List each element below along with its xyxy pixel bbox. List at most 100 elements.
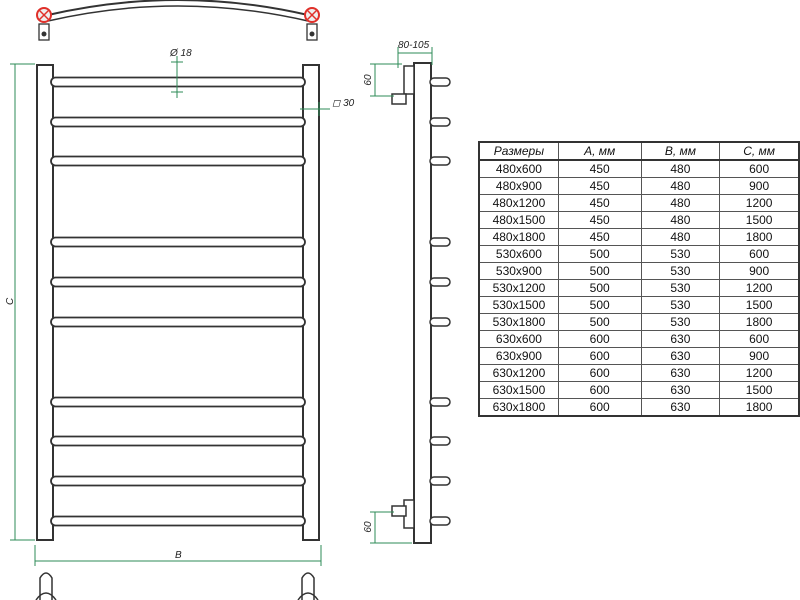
table-cell: 630x1500 xyxy=(477,381,559,399)
table-cell: 630 xyxy=(640,381,721,399)
table-cell: 530x900 xyxy=(477,262,559,280)
bar-end xyxy=(429,317,451,327)
table-cell: 530x600 xyxy=(477,245,559,263)
header-size: Размеры xyxy=(477,141,559,161)
table-cell: 450 xyxy=(557,159,642,178)
table-cell: 900 xyxy=(719,177,800,195)
table-cell: 630 xyxy=(640,364,721,382)
crossbar xyxy=(50,396,306,408)
table-cell: 530 xyxy=(640,245,721,263)
table-cell: 630 xyxy=(640,330,721,348)
side-dimension-lines xyxy=(370,47,433,544)
table-cell: 1500 xyxy=(719,381,800,399)
table-cell: 530x1800 xyxy=(477,313,559,331)
crossbar xyxy=(50,236,306,248)
side-view xyxy=(391,62,451,544)
bar-end xyxy=(429,156,451,166)
header-c: С, мм xyxy=(719,141,800,161)
width-dimension-label: B xyxy=(175,550,182,561)
depth-range-label: 80-105 xyxy=(398,40,430,51)
table-cell: 450 xyxy=(557,228,642,246)
table-cell: 530x1500 xyxy=(477,296,559,314)
table-cell: 630x1800 xyxy=(477,398,559,417)
table-cell: 450 xyxy=(557,211,642,229)
bar-end xyxy=(429,117,451,127)
table-cell: 480 xyxy=(640,194,721,212)
top-wall-bracket xyxy=(403,65,415,95)
table-cell: 1500 xyxy=(719,296,800,314)
table-cell: 480x600 xyxy=(477,159,559,178)
bottom-fittings xyxy=(35,572,319,600)
table-cell: 500 xyxy=(557,262,642,280)
header-b: В, мм xyxy=(640,141,721,161)
table-cell: 1800 xyxy=(719,398,800,417)
crossbar xyxy=(50,515,306,527)
table-cell: 530 xyxy=(640,262,721,280)
table-cell: 530 xyxy=(640,279,721,297)
table-cell: 600 xyxy=(719,330,800,348)
table-cell: 480x1800 xyxy=(477,228,559,246)
table-cell: 500 xyxy=(557,279,642,297)
table-cell: 480 xyxy=(640,159,721,178)
table-cell: 480 xyxy=(640,211,721,229)
table-cell: 480 xyxy=(640,228,721,246)
side-bar-ends xyxy=(429,77,451,526)
left-upright xyxy=(36,64,54,541)
header-a: А, мм xyxy=(557,141,642,161)
table-cell: 530 xyxy=(640,313,721,331)
front-view xyxy=(36,64,320,541)
table-cell: 450 xyxy=(557,177,642,195)
table-cell: 630 xyxy=(640,347,721,365)
crossbar xyxy=(50,435,306,447)
side-profile xyxy=(413,62,432,544)
right-top-connector-icon xyxy=(304,7,320,41)
bar-end xyxy=(429,237,451,247)
table-cell: 1200 xyxy=(719,279,800,297)
table-cell: 1500 xyxy=(719,211,800,229)
bar-end xyxy=(429,516,451,526)
table-cell: 600 xyxy=(557,330,642,348)
table-cell: 600 xyxy=(719,159,800,178)
table-cell: 630x1200 xyxy=(477,364,559,382)
table-cell: 480x1200 xyxy=(477,194,559,212)
table-cell: 900 xyxy=(719,347,800,365)
table-cell: 900 xyxy=(719,262,800,280)
table-cell: 600 xyxy=(557,347,642,365)
table-cell: 530x1200 xyxy=(477,279,559,297)
table-cell: 630x600 xyxy=(477,330,559,348)
top-offset-label: 60 xyxy=(363,74,374,86)
table-cell: 600 xyxy=(557,364,642,382)
tube-diameter-label: Ø 18 xyxy=(169,48,192,59)
crossbar xyxy=(50,276,306,288)
table-cell: 1800 xyxy=(719,313,800,331)
crossbar xyxy=(50,155,306,167)
height-dimension-label: C xyxy=(5,297,16,305)
table-cell: 500 xyxy=(557,296,642,314)
table-cell: 630x900 xyxy=(477,347,559,365)
table-header-row: Размеры А, мм В, мм С, мм xyxy=(477,141,800,161)
bar-end xyxy=(429,476,451,486)
table-cell: 1200 xyxy=(719,194,800,212)
table-cell: 630 xyxy=(640,398,721,417)
crossbar xyxy=(50,316,306,328)
table-cell: 500 xyxy=(557,245,642,263)
left-top-connector-icon xyxy=(36,7,52,41)
table-cell: 1200 xyxy=(719,364,800,382)
crossbar xyxy=(50,116,306,128)
table-cell: 480x1500 xyxy=(477,211,559,229)
table-cell: 1800 xyxy=(719,228,800,246)
crossbars xyxy=(50,76,306,527)
